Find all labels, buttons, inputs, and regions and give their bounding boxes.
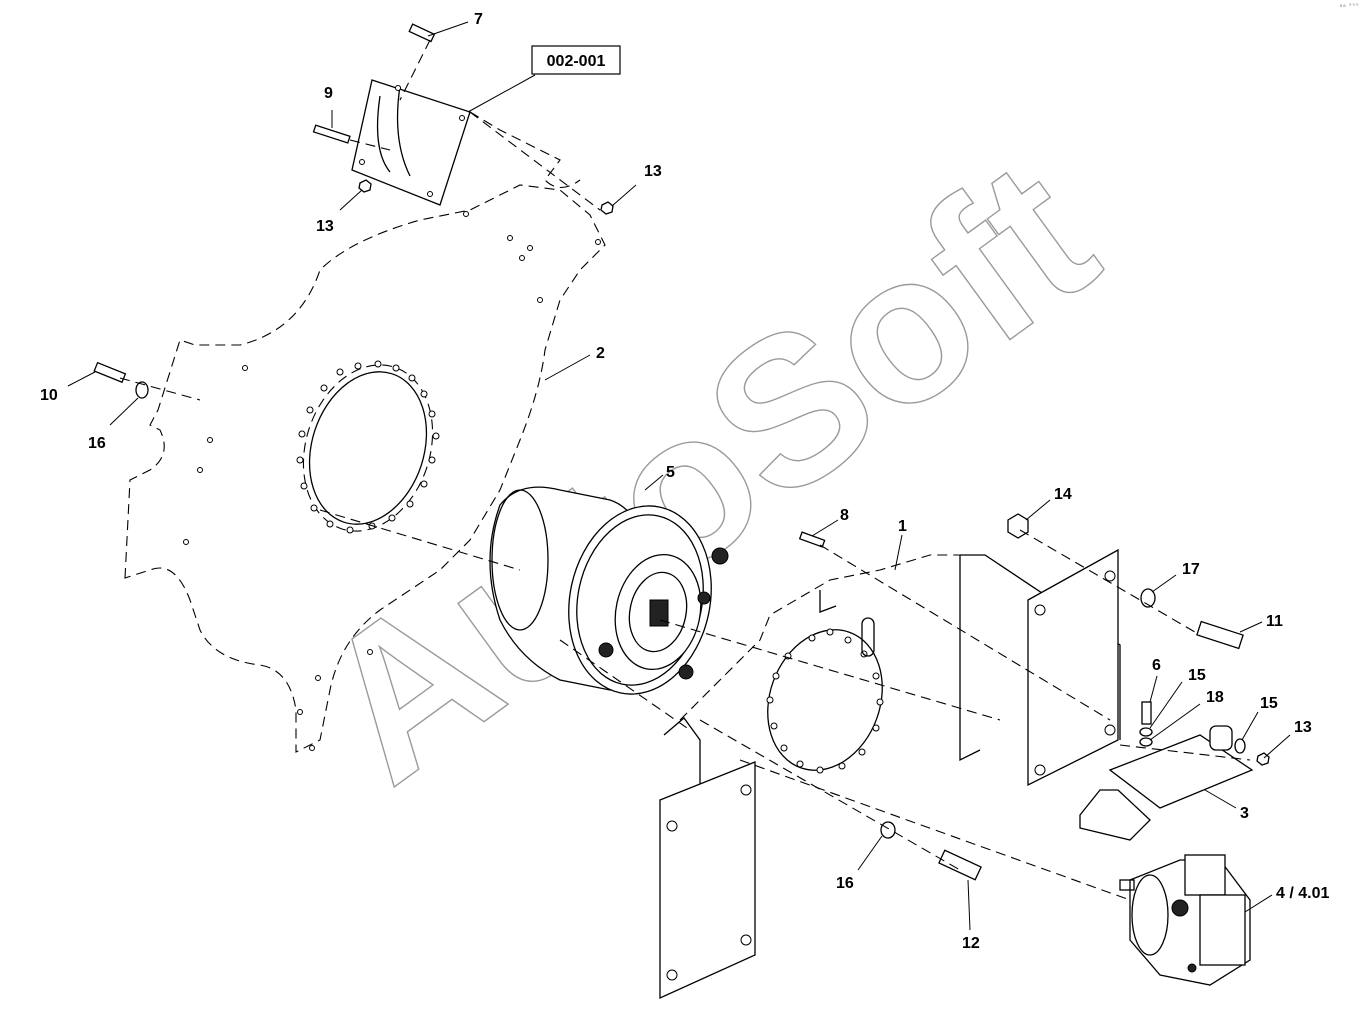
callout-18[interactable]: 18 (1206, 689, 1224, 706)
fasteners (93, 23, 1270, 881)
callout-17[interactable]: 17 (1182, 561, 1200, 578)
callout-13[interactable]: 13 (644, 163, 662, 180)
watermark-text: AutoSoft (278, 115, 1133, 826)
callout-8[interactable]: 8 (840, 507, 849, 524)
callout-1[interactable]: 1 (898, 518, 907, 535)
callout-2[interactable]: 2 (596, 345, 605, 362)
callout-10[interactable]: 10 (40, 387, 58, 404)
part-1-frame-bracket (659, 548, 1121, 1000)
callout-15[interactable]: 15 (1188, 667, 1206, 684)
callout-16[interactable]: 16 (836, 875, 854, 892)
callout-6[interactable]: 6 (1152, 657, 1161, 674)
reference-box[interactable]: 002-001 (531, 45, 621, 75)
callout-9[interactable]: 9 (324, 85, 333, 102)
callout-labels: 7 9 13 13 2 10 16 5 8 1 14 17 11 6 15 18… (40, 11, 1329, 952)
callout-7[interactable]: 7 (474, 11, 483, 28)
callout-13[interactable]: 13 (316, 218, 334, 235)
part-2-mounting-plate (124, 184, 606, 753)
part-3-small-bracket (1079, 725, 1254, 841)
plate-2-bolt-holes (183, 211, 601, 751)
callout-15[interactable]: 15 (1260, 695, 1278, 712)
corner-mark: °° ˚˚˚ (1339, 4, 1359, 12)
bracket-1-bolt-holes (766, 628, 884, 774)
part-5-final-drive (489, 486, 729, 695)
callout-16[interactable]: 16 (88, 435, 106, 452)
reference-box-label: 002-001 (547, 53, 606, 70)
leader-lines (67, 21, 1291, 931)
reference-plate-002-001 (351, 79, 581, 206)
callout-3[interactable]: 3 (1240, 805, 1249, 822)
part-4-hydraulic-motor (1119, 854, 1251, 986)
callout-5[interactable]: 5 (666, 464, 675, 481)
callout-14[interactable]: 14 (1054, 486, 1072, 503)
callout-11[interactable]: 11 (1266, 613, 1283, 630)
callout-13[interactable]: 13 (1294, 719, 1312, 736)
assembly-lines (119, 39, 1251, 901)
callout-12[interactable]: 12 (962, 935, 980, 952)
watermark: AutoSoft (278, 115, 1135, 828)
callout-4-4-01[interactable]: 4 / 4.01 (1276, 885, 1329, 902)
